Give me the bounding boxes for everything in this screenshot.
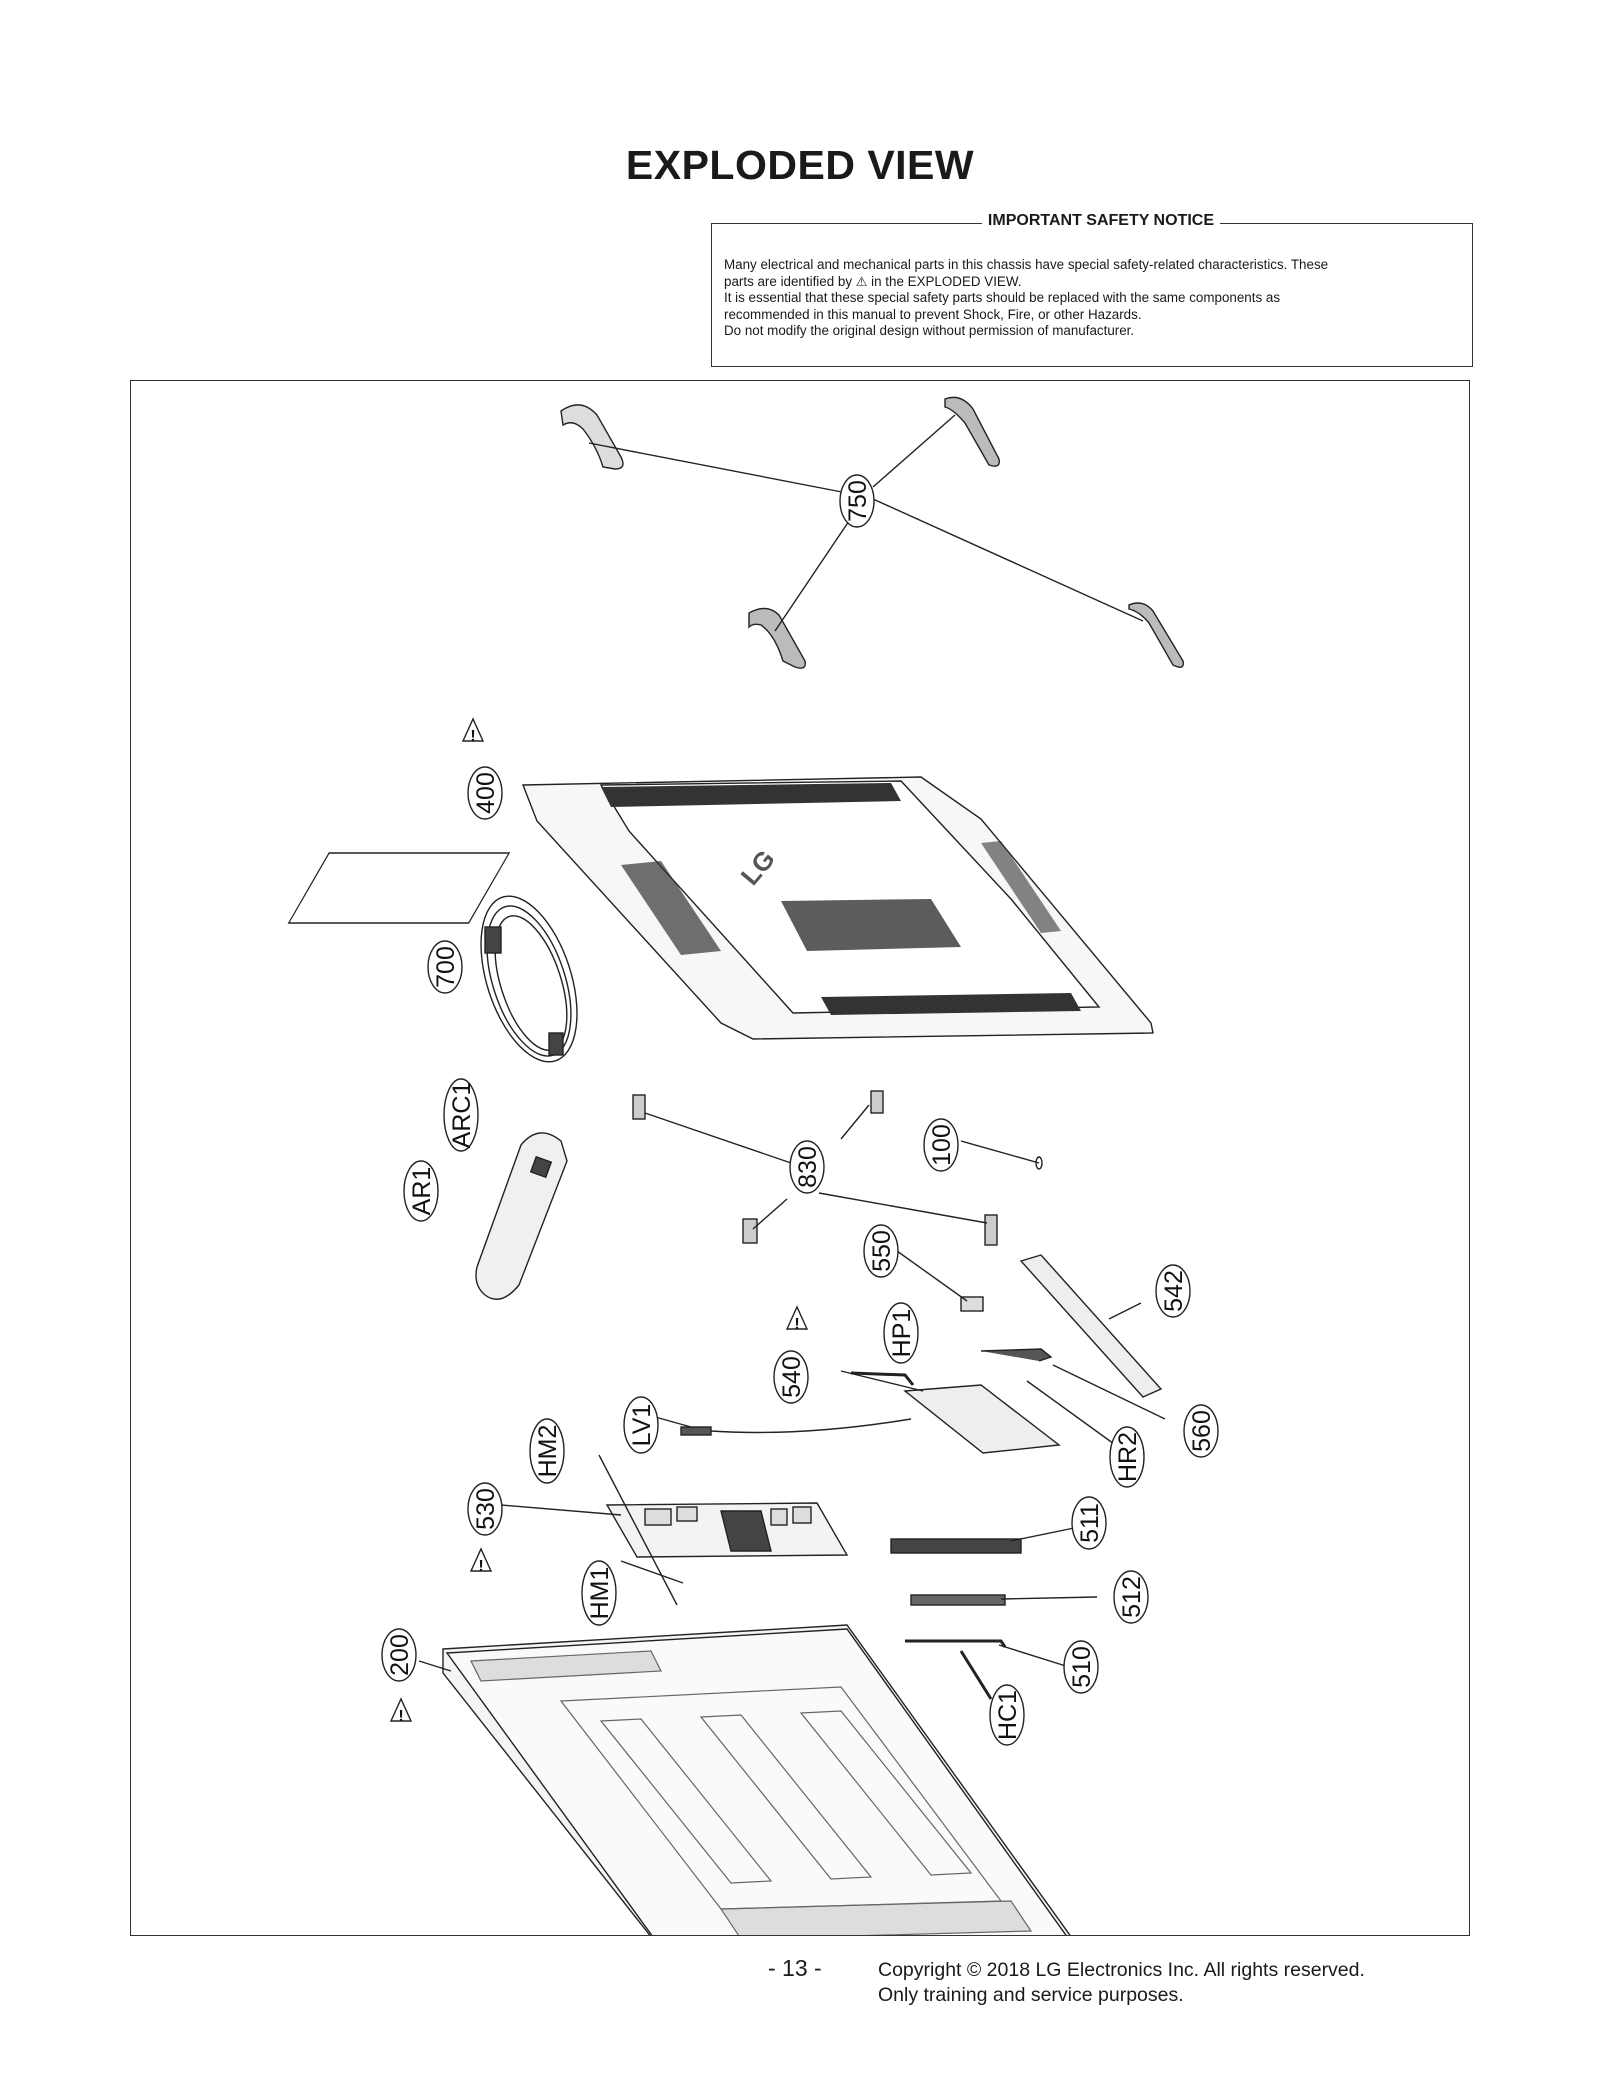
callout-hr2: HR2: [1114, 1432, 1142, 1482]
callout-hc1: HC1: [994, 1690, 1022, 1740]
page-number: - 13 -: [768, 1955, 822, 1981]
warning-triangle-icon: !: [461, 717, 485, 745]
callout-hm2: HM2: [534, 1425, 562, 1478]
callout-511: 511: [1076, 1503, 1104, 1543]
notice-line-5: Do not modify the original design withou…: [724, 323, 1135, 338]
main-board-part: [903, 1384, 1061, 1454]
power-board-part: [605, 1502, 849, 1558]
bracket-part: [632, 1090, 998, 1246]
callout-arc1: ARC1: [448, 1082, 476, 1149]
board-512-part: [910, 1594, 1006, 1606]
remote-control-part: [475, 1132, 568, 1300]
callout-540: 540: [778, 1356, 806, 1398]
notice-line-1: Many electrical and mechanical parts in …: [724, 257, 1329, 272]
callout-542: 542: [1160, 1270, 1188, 1312]
notice-line-2b: in the EXPLODED VIEW.: [871, 273, 1022, 289]
callout-lv1: LV1: [628, 1404, 656, 1447]
callout-400: 400: [472, 772, 500, 814]
warning-triangle-icon: !: [469, 1547, 493, 1575]
exploded-view-frame: LG: [130, 380, 1470, 1936]
warning-triangle-icon: !: [785, 1305, 809, 1333]
notice-line-2a: parts are identified by: [724, 273, 853, 289]
svg-text:!: !: [478, 1558, 483, 1575]
callout-530: 530: [472, 1488, 500, 1530]
power-cord-part: [480, 895, 578, 1063]
callout-hm1: HM1: [586, 1567, 614, 1620]
callout-ar1: AR1: [408, 1167, 436, 1216]
callout-512: 512: [1118, 1576, 1146, 1618]
callout-750: 750: [844, 480, 872, 522]
callout-510: 510: [1068, 1646, 1096, 1688]
bracket-542-part: [1019, 1254, 1163, 1398]
svg-text:!: !: [794, 1316, 799, 1333]
board-511-part: [890, 1538, 1022, 1554]
exploded-view-diagram: LG: [287, 396, 1219, 1935]
notice-line-3: It is essential that these special safet…: [724, 290, 1281, 305]
callout-550: 550: [868, 1230, 896, 1272]
warning-triangle-icon: !: [389, 1697, 413, 1725]
notice-line-4: recommended in this manual to prevent Sh…: [724, 306, 1142, 322]
purpose-line: Only training and service purposes.: [878, 1984, 1184, 2006]
display-panel-part: [442, 1624, 1071, 1935]
safety-notice-text: Many electrical and mechanical parts in …: [724, 257, 1460, 340]
callout-560: 560: [1188, 1410, 1216, 1452]
copyright-notice: Copyright © 2018 LG Electronics Inc. All…: [878, 1958, 1365, 2008]
back-cover-part: LG: [287, 776, 1154, 1040]
callout-hp1: HP1: [888, 1309, 916, 1358]
svg-text:!: !: [470, 728, 475, 745]
safety-notice-box: IMPORTANT SAFETY NOTICE Many electrical …: [711, 212, 1473, 367]
copyright-line: Copyright © 2018 LG Electronics Inc. All…: [878, 1959, 1365, 1981]
callout-100: 100: [928, 1124, 956, 1166]
warning-triangle-icon: ⚠: [855, 273, 868, 289]
safety-notice-heading: IMPORTANT SAFETY NOTICE: [981, 212, 1220, 229]
page-title: EXPLODED VIEW: [625, 142, 975, 188]
callout-200: 200: [386, 1634, 414, 1676]
callout-700: 700: [432, 946, 460, 988]
stand-foot-part: [560, 396, 1184, 669]
svg-text:!: !: [398, 1708, 403, 1725]
callout-830: 830: [794, 1146, 822, 1188]
